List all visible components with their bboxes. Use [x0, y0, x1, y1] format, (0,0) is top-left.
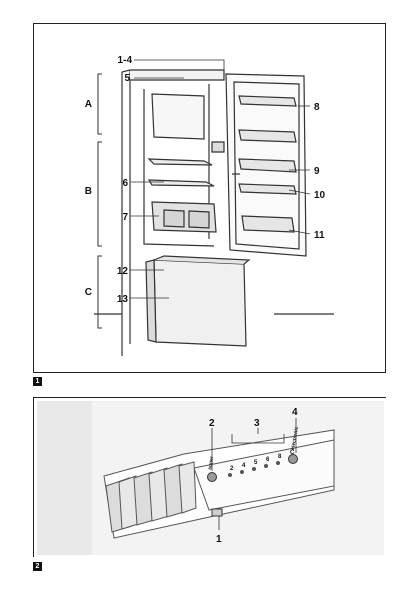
temp-mark-0: 2	[230, 466, 234, 472]
zone-brackets	[97, 73, 102, 329]
callout-3: 3	[254, 418, 260, 429]
temp-mark-3: 6	[266, 457, 270, 463]
temperature-indicators	[228, 461, 280, 477]
callout-5: 5	[124, 73, 130, 84]
control-panel-diagram: super electronic 2 4 5 6 8 C 2 3 4 1	[34, 398, 387, 558]
figure-1-number: 1	[33, 377, 42, 386]
leader-lines-2	[211, 418, 297, 530]
alarm-mark: C	[290, 450, 295, 456]
callout-6: 6	[122, 178, 128, 189]
super-label: super	[207, 456, 215, 471]
fridge-diagram: A B C 1-4 5 6 7 12 13 8 9 10 11	[85, 55, 334, 356]
figure-1-panel: A B C 1-4 5 6 7 12 13 8 9 10 11	[33, 23, 386, 373]
callout-10: 10	[314, 190, 326, 201]
figure-2-panel: super electronic 2 4 5 6 8 C 2 3 4 1	[33, 397, 387, 558]
temp-mark-1: 4	[242, 463, 246, 469]
fridge-door	[211, 73, 307, 257]
temp-mark-2: 5	[254, 460, 258, 466]
callout-2: 2	[209, 418, 215, 429]
callout-11: 11	[314, 230, 325, 241]
main-switch[interactable]	[211, 508, 223, 517]
temp-mark-4: 8	[278, 454, 282, 460]
callout-1: 1	[216, 534, 222, 545]
electronic-label: electronic	[290, 426, 300, 451]
leader-lines	[130, 59, 311, 299]
callout-9: 9	[314, 166, 320, 177]
alarm-button[interactable]	[288, 454, 298, 464]
callout-13: 13	[117, 294, 129, 305]
callout-12: 12	[117, 266, 129, 277]
zone-label-c: C	[85, 287, 92, 298]
figure-2-number: 2	[33, 562, 42, 571]
zone-label-a: A	[85, 99, 92, 110]
control-bar	[103, 429, 335, 539]
callout-7: 7	[122, 212, 128, 223]
fridge-cabinet	[94, 69, 334, 356]
left-shaded-block	[37, 401, 92, 555]
callout-1-4: 1-4	[118, 55, 133, 66]
super-button[interactable]	[207, 472, 217, 482]
zone-label-b: B	[85, 186, 92, 197]
callout-8: 8	[314, 102, 320, 113]
callout-4: 4	[292, 407, 298, 418]
